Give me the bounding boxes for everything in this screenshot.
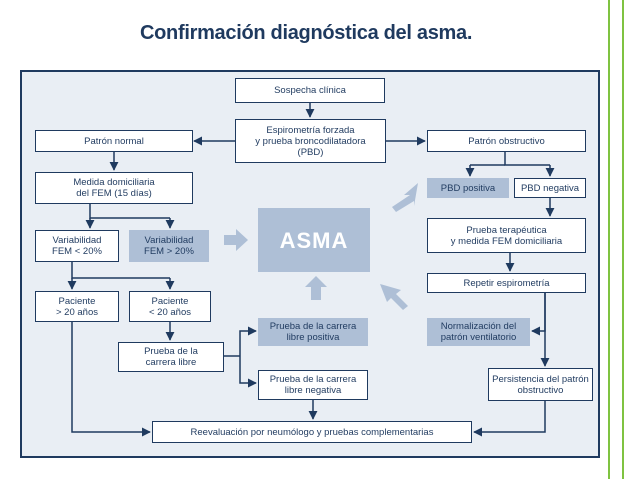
node-espirometria: Espirometría forzada y prueba broncodila…	[235, 119, 386, 163]
edge-medida-variabilidad	[89, 204, 170, 219]
node-medida-domiciliaria: Medida domiciliaria del FEM (15 días)	[35, 172, 193, 204]
node-carrera-positiva: Prueba de la carrera libre positiva	[258, 318, 368, 346]
accent-rule-left	[608, 0, 610, 479]
node-normalizacion: Normalización del patrón ventilatorio	[427, 318, 530, 346]
edge-variabilidad-pacientes	[71, 262, 170, 279]
node-prueba-terapeutica: Prueba terapéutica y medida FEM domicili…	[427, 218, 586, 253]
node-pbd-positiva: PBD positiva	[427, 178, 509, 198]
node-persistencia: Persistencia del patrón obstructivo	[488, 368, 593, 401]
arrow-normalizacion-to-asma	[380, 284, 408, 310]
page-title: Confirmación diagnóstica del asma.	[140, 22, 473, 44]
edge-to-carrera-negativa	[239, 356, 257, 388]
node-patron-normal: Patrón normal	[35, 130, 193, 152]
edge-paciente-reevaluacion	[71, 322, 151, 437]
edge-to-carrera-positiva	[239, 326, 257, 356]
node-sospecha: Sospecha clínica	[235, 78, 385, 103]
node-paciente-menor: Paciente < 20 años	[129, 291, 211, 322]
node-reevaluacion: Reevaluación por neumólogo y pruebas com…	[152, 421, 472, 443]
accent-rule-right	[622, 0, 624, 479]
node-carrera-negativa: Prueba de la carrera libre negativa	[258, 370, 368, 400]
arrow-pbd-to-asma	[392, 183, 418, 212]
node-repetir-espirometria: Repetir espirometría	[427, 273, 586, 293]
node-variabilidad-menor: Variabilidad FEM < 20%	[35, 230, 119, 262]
arrow-carrera-to-asma	[305, 276, 327, 300]
arrow-variabilidad-to-asma	[224, 229, 248, 251]
node-paciente-mayor: Paciente > 20 años	[35, 291, 119, 322]
edge-persistencia-reevaluacion	[473, 401, 546, 437]
edge-obstructivo-pbd	[504, 152, 550, 166]
node-prueba-carrera: Prueba de la carrera libre	[118, 342, 224, 372]
node-asma: ASMA	[258, 208, 370, 272]
node-variabilidad-mayor: Variabilidad FEM > 20%	[129, 230, 209, 262]
edge-repetir-normalizacion	[531, 292, 546, 336]
node-pbd-negativa: PBD negativa	[514, 178, 586, 198]
node-patron-obstructivo: Patrón obstructivo	[427, 130, 586, 152]
